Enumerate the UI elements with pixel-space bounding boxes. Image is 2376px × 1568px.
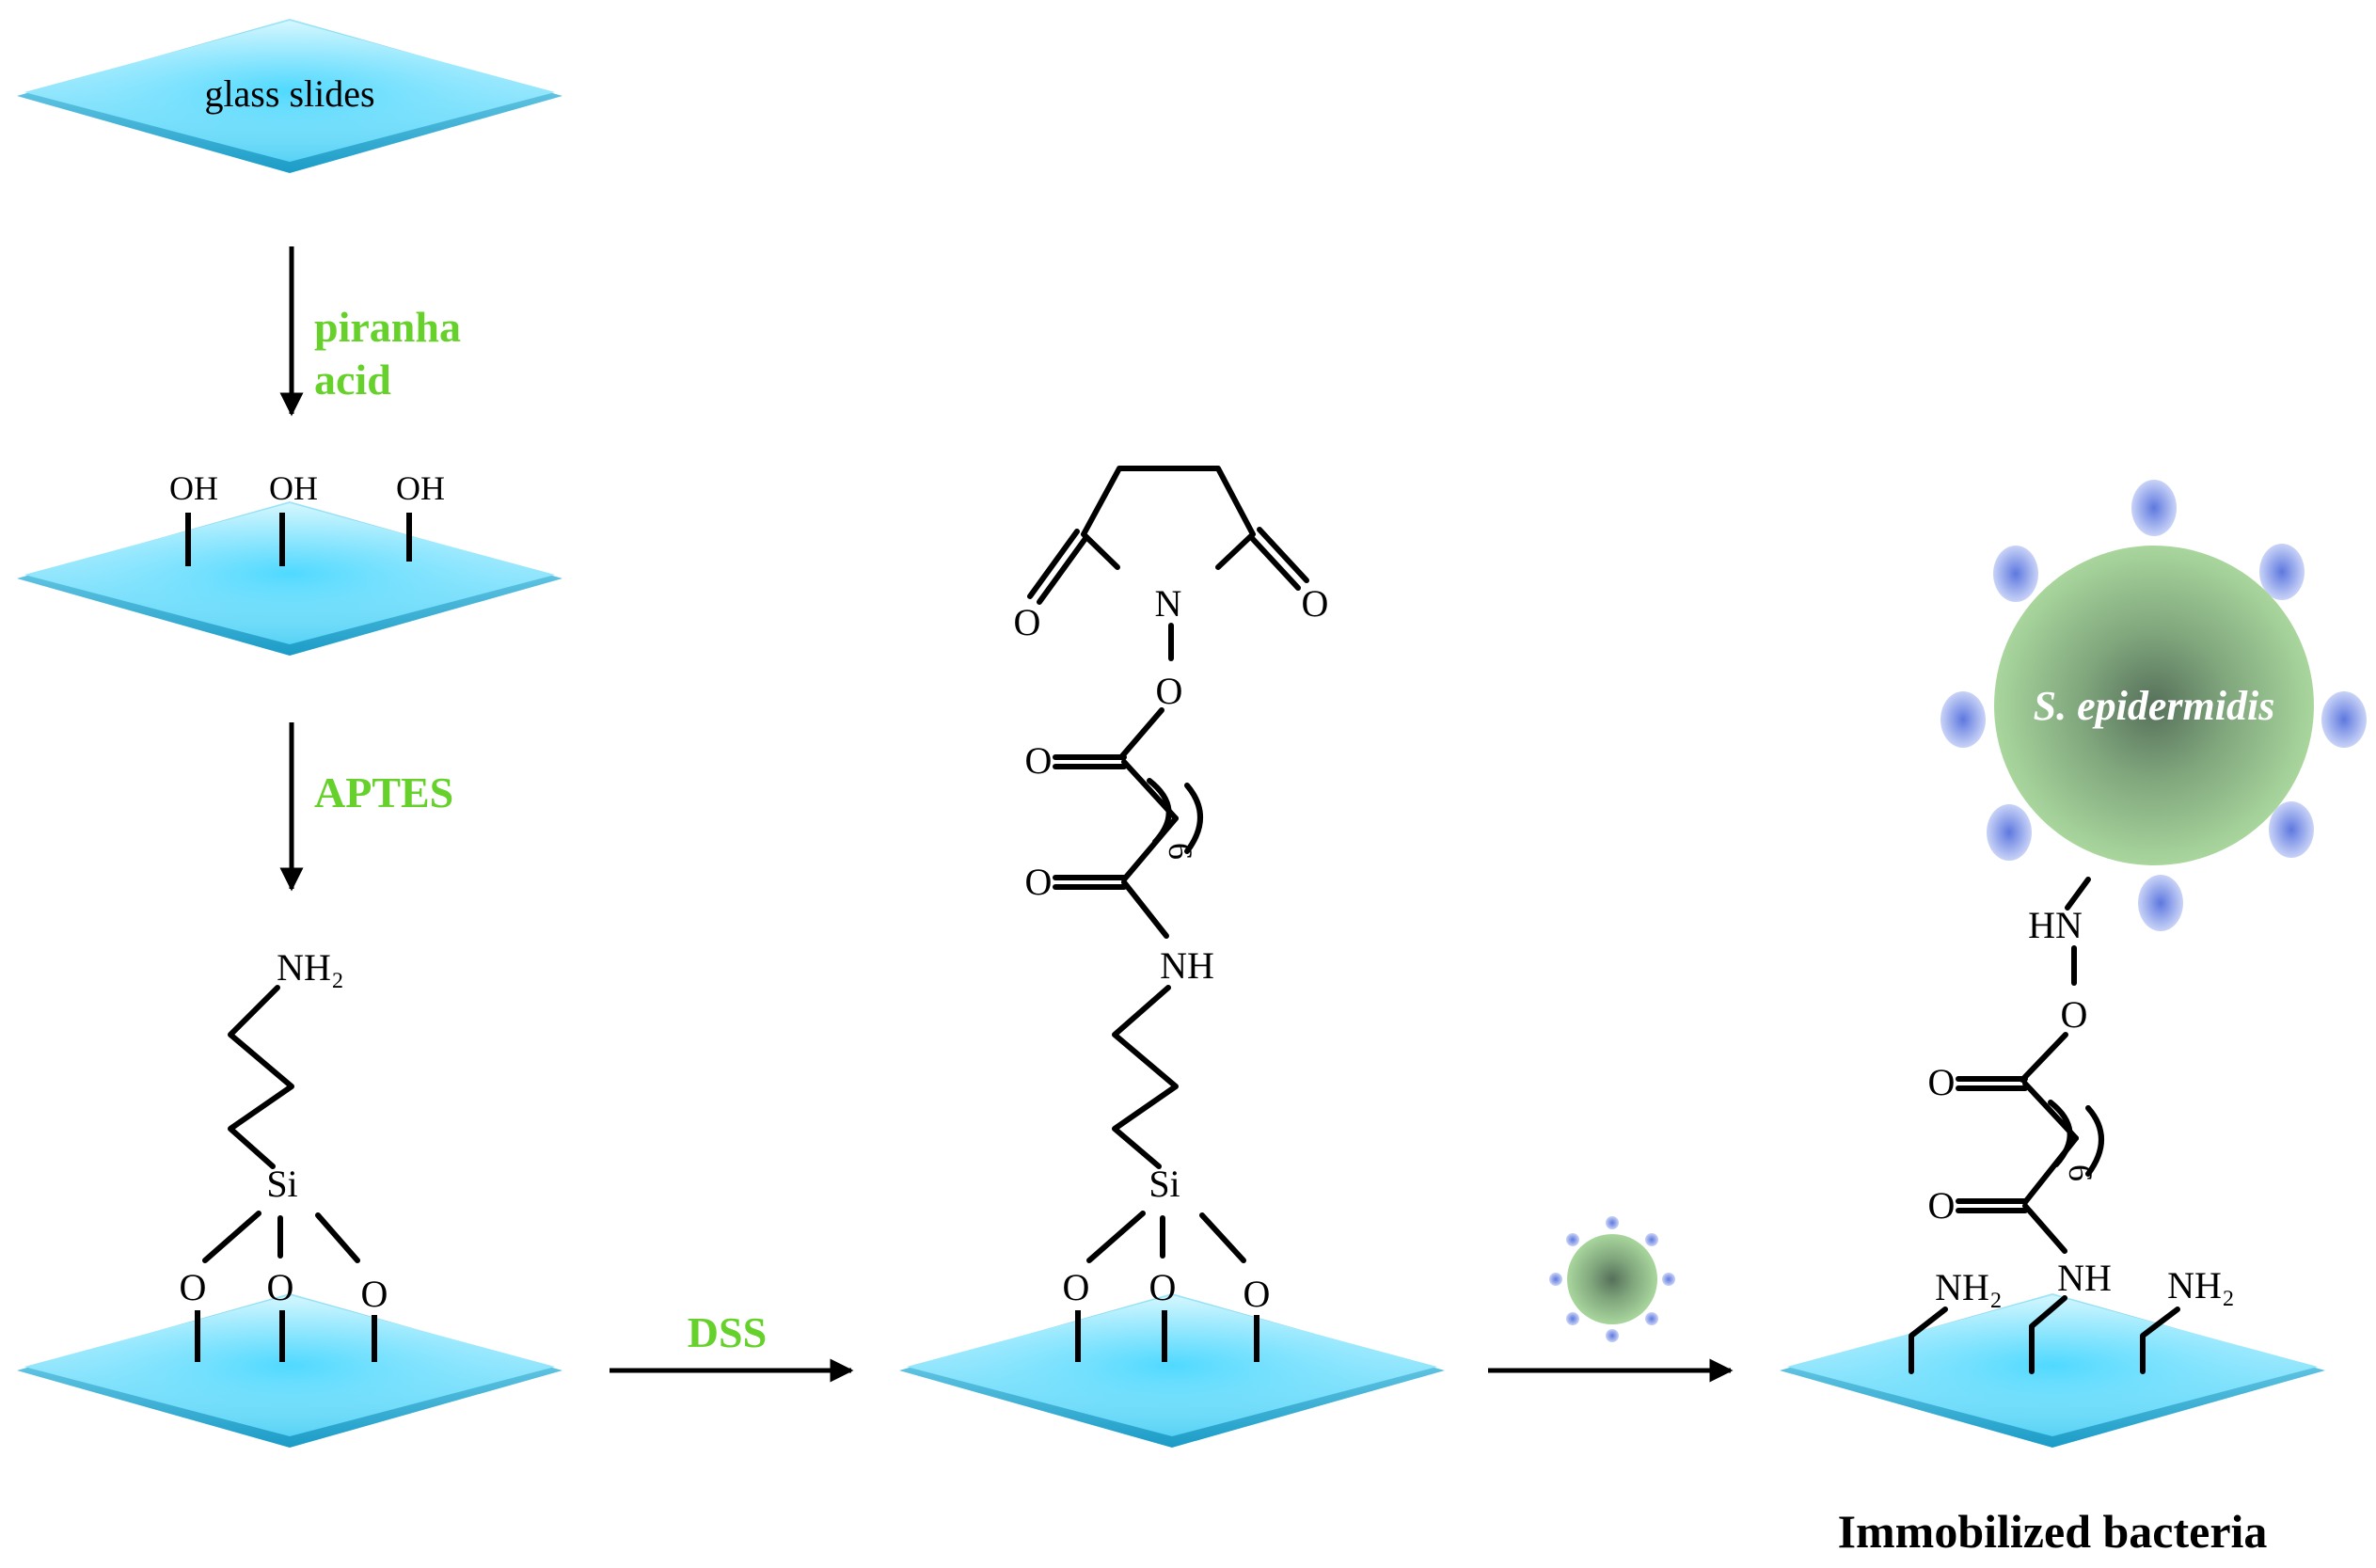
o-carbonyl-bond xyxy=(1118,707,1164,760)
aptes-propyl-chain xyxy=(228,985,294,1169)
dss-ester-o: O xyxy=(1156,670,1183,712)
succinimide-ring xyxy=(1081,466,1256,570)
final-ester-o: O xyxy=(2061,993,2088,1036)
bacterium-pili xyxy=(1940,480,2367,931)
aptes-silicon: Si xyxy=(266,1163,297,1205)
s-epidermidis-cell xyxy=(1994,546,2314,865)
final-amine-left: NH₂ xyxy=(1935,1266,2003,1308)
hydroxyl-2: OH xyxy=(269,469,318,507)
reagent-aptes: APTES xyxy=(314,768,453,816)
final-hn: HN xyxy=(2028,904,2083,946)
dss-propyl-chain xyxy=(1112,985,1179,1169)
bacterium-label: S. epidermidis xyxy=(2034,683,2275,729)
reagent-piranha: piranha xyxy=(314,303,461,351)
final-amide-anchor xyxy=(2029,1295,2067,1374)
aptes-o-2: O xyxy=(267,1266,294,1308)
hydroxyl-3: OH xyxy=(396,469,445,507)
aptes-o-1: O xyxy=(180,1266,207,1308)
dss-o-2: O xyxy=(1149,1266,1177,1308)
small-bacterium-icon xyxy=(1549,1216,1675,1342)
dss-si-o-bond-1 xyxy=(1086,1211,1146,1263)
glass-slide-5 xyxy=(1780,1293,2325,1448)
glass-slide-4 xyxy=(899,1293,1445,1448)
dss-nitrogen: N xyxy=(1155,582,1182,625)
ring-carbonyl-right-bond xyxy=(1248,534,1301,591)
cell-hn-bond xyxy=(2065,877,2091,911)
dss-o-3: O xyxy=(1243,1273,1271,1315)
final-carbonyl-amide-bond xyxy=(2022,1203,2067,1254)
dss-si-o-bond-3 xyxy=(1199,1212,1246,1263)
dss-carbonyl-o-2: O xyxy=(1025,861,1053,903)
final-amide: NH xyxy=(2057,1257,2112,1299)
dss-ring-o-left: O xyxy=(1014,601,1041,643)
final-repeat-count: 6 xyxy=(2062,1164,2099,1181)
repeat-bracket-right xyxy=(1184,783,1203,854)
final-repeat-bracket-right xyxy=(2085,1105,2104,1177)
glass-slide-2 xyxy=(17,501,562,656)
si-o-bond-1 xyxy=(202,1211,261,1263)
chain-segment-2 xyxy=(1121,816,1179,882)
final-o-carbonyl-bond xyxy=(2020,1032,2068,1083)
final-amine-right: NH₂ xyxy=(2167,1264,2235,1307)
carbonyl-amide-bond xyxy=(1121,879,1169,939)
ring-carbonyl-right-bond-2 xyxy=(1257,527,1309,583)
reagent-dss: DSS xyxy=(688,1308,767,1356)
dss-carbonyl-o-1: O xyxy=(1025,739,1053,782)
dss-repeat-count: 6 xyxy=(1162,843,1199,860)
final-chain-segment-2 xyxy=(2022,1135,2079,1205)
dss-ring-o-right: O xyxy=(1302,582,1329,625)
hydroxyl-1: OH xyxy=(169,469,218,507)
caption-immobilized-bacteria: Immobilized bacteria xyxy=(1838,1505,2268,1558)
final-carbonyl-o-1: O xyxy=(1928,1061,1956,1103)
dss-silicon: Si xyxy=(1148,1163,1180,1205)
final-carbonyl-o-2: O xyxy=(1928,1184,1956,1227)
aptes-o-3: O xyxy=(361,1273,388,1315)
ring-carbonyl-left-bond xyxy=(1037,534,1089,605)
si-o-bond-3 xyxy=(315,1212,360,1263)
dss-amide: NH xyxy=(1160,944,1214,987)
glass-slides-label: glass slides xyxy=(204,72,374,115)
dss-o-1: O xyxy=(1063,1266,1090,1308)
ring-carbonyl-left-bond-2 xyxy=(1027,529,1080,599)
glass-slide-3 xyxy=(17,1293,562,1448)
reagent-acid: acid xyxy=(314,356,391,404)
final-amine-right-anchor xyxy=(2140,1307,2180,1374)
final-amine-left-anchor xyxy=(1909,1307,1948,1374)
aptes-amine: NH₂ xyxy=(277,946,344,989)
